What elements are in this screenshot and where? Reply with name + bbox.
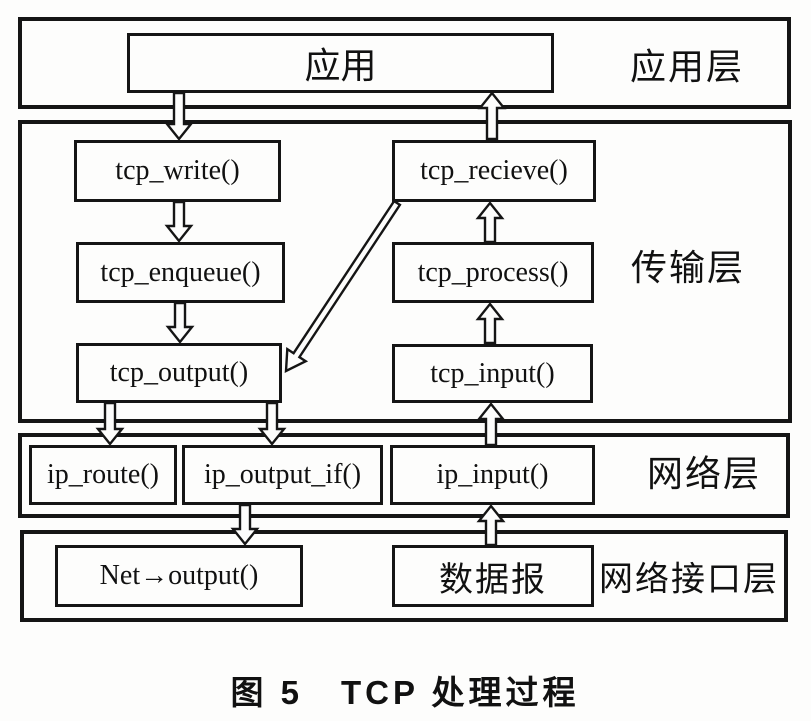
node-datagram: 数据报 — [392, 545, 594, 607]
layer-box-network-interface — [20, 530, 788, 622]
layer-box-transport — [18, 120, 792, 423]
node-tcp-enqueue: tcp_enqueue() — [76, 242, 285, 303]
figure-caption-number: 图 5 — [230, 674, 303, 711]
label-transport-layer: 传输层 — [630, 248, 746, 288]
label-network-interface-layer: 网络接口层 — [599, 561, 779, 599]
label-network-layer: 网络层 — [646, 454, 762, 494]
node-ip-input: ip_input() — [390, 445, 595, 505]
node-tcp-process: tcp_process() — [392, 242, 594, 303]
node-tcp-write: tcp_write() — [74, 140, 281, 202]
figure-caption: 图 5 TCP 处理过程 — [100, 666, 710, 714]
node-tcp-input: tcp_input() — [392, 344, 593, 403]
node-ip-route: ip_route() — [29, 445, 177, 505]
node-application: 应用 — [127, 33, 554, 93]
layer-box-application — [18, 17, 791, 109]
node-ip-output-if: ip_output_if() — [182, 445, 383, 505]
label-application-layer: 应用层 — [629, 47, 745, 87]
node-net-output: Net→output() — [55, 545, 303, 607]
layer-box-network — [18, 433, 790, 518]
node-tcp-output: tcp_output() — [76, 343, 282, 403]
node-tcp-recieve: tcp_recieve() — [392, 140, 596, 202]
figure-caption-title: TCP 处理过程 — [340, 674, 580, 711]
